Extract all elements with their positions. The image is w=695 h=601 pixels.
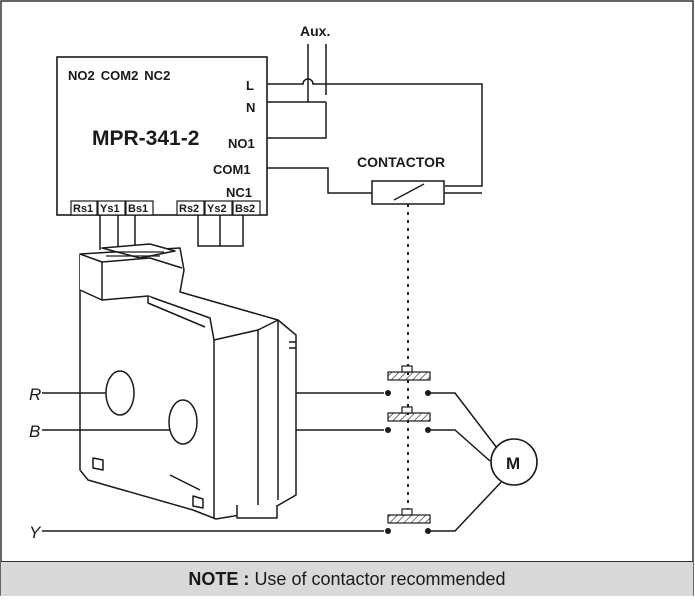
- contact-b: [385, 406, 431, 433]
- phase-r-label: R: [29, 385, 41, 404]
- terminal-com1-label: COM1: [213, 162, 251, 177]
- com1-wire: [267, 167, 372, 194]
- contact-y: [385, 508, 431, 534]
- terminal-bs1: Bs1: [128, 203, 148, 215]
- terminal-n-label: N: [246, 100, 255, 115]
- aux-supply-wires: [307, 44, 327, 95]
- terminal-nc1-label: NC1: [226, 185, 252, 200]
- motor-symbol: [490, 438, 538, 486]
- no1-loop-wire: [267, 102, 327, 139]
- terminal-rs2: Rs2: [179, 203, 199, 215]
- ct-window-2: [168, 399, 198, 445]
- note-prefix: NOTE :: [188, 568, 250, 589]
- contactor-label: CONTACTOR: [357, 154, 445, 170]
- motor-wire-r: [428, 392, 498, 449]
- phase-b-label: B: [29, 422, 40, 441]
- terminal-bs2: Bs2: [235, 203, 255, 215]
- motor-wire-b: [428, 429, 491, 462]
- note-text: Use of contactor recommended: [254, 568, 506, 589]
- aux-label: Aux.: [300, 23, 330, 39]
- terminal-no1-label: NO1: [228, 136, 255, 151]
- ct-sensor: [79, 243, 297, 520]
- aux-l-wire: [267, 78, 483, 187]
- ct-input-terminals: [70, 200, 261, 216]
- motor-label: M: [506, 454, 520, 473]
- terminal-l-label: L: [246, 78, 254, 93]
- motor-wire-y: [428, 477, 506, 532]
- relay-box: [56, 56, 268, 216]
- phase-y-label: Y: [29, 523, 42, 542]
- terminal-ys1: Ys1: [100, 203, 120, 215]
- relay-model: MPR-341-2: [92, 127, 199, 150]
- ct-lead-wires: [99, 215, 136, 250]
- contactor-coil-slash: [393, 183, 425, 201]
- ct-ribs: [106, 251, 164, 257]
- note-banner: NOTE : Use of contactor recommended: [1, 561, 693, 596]
- ct-window-1: [105, 370, 135, 416]
- aux-n-wire: [267, 78, 326, 103]
- terminal-ys2: Ys2: [207, 203, 227, 215]
- ct-shorting-link: [197, 215, 244, 247]
- contact-r: [385, 365, 431, 396]
- terminal-rs1: Rs1: [73, 203, 93, 215]
